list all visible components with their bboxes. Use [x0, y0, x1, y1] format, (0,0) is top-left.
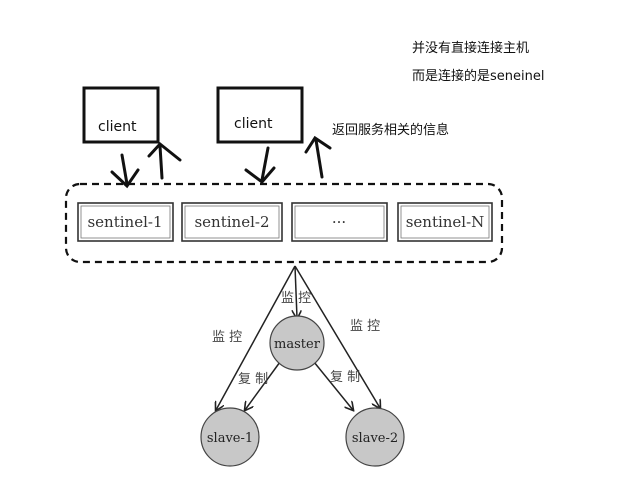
sentinel-box-2: sentinel-2 [181, 202, 283, 242]
note-return-info: 返回服务相关的信息 [332, 122, 449, 138]
sentinel-label-1: sentinel-1 [87, 213, 162, 231]
client2-down-arrow [260, 146, 270, 182]
monitor-edges [216, 265, 380, 410]
edge-label-monitor-left: 监 控 [212, 330, 242, 345]
sentinel-box-ellipsis: ··· [291, 202, 388, 242]
sentinel-box-1: sentinel-1 [77, 202, 174, 242]
client1-up-arrow [158, 144, 164, 180]
note-line-1: 并没有直接连接主机 [412, 40, 529, 56]
edge-label-monitor-center: 监 控 [281, 291, 311, 306]
client-arrows [110, 135, 332, 189]
sentinel-box-n: sentinel-N [397, 202, 493, 242]
client1-up-arrowhead [147, 141, 182, 162]
sentinel-label-n: sentinel-N [406, 213, 485, 231]
client2-up-arrow [314, 138, 324, 179]
client-box-2: client [216, 86, 304, 144]
slave-node-2: slave-2 [345, 407, 405, 467]
edge-label-replicate-right: 复 制 [330, 370, 360, 385]
client2-up-arrowhead [304, 135, 332, 154]
sentinel-label-2: sentinel-2 [194, 213, 269, 231]
slave-node-1: slave-1 [200, 407, 260, 467]
slave-label-1: slave-1 [207, 431, 253, 446]
client1-down-arrow [120, 153, 129, 186]
client1-down-arrowhead [110, 168, 140, 189]
sentinel-label-ellipsis: ··· [332, 213, 346, 231]
sentinel-cluster-border [64, 182, 504, 264]
monitor-edge-slave1 [216, 265, 296, 410]
monitor-edge-master [295, 265, 297, 318]
client-label-1: client [98, 119, 137, 135]
replicate-edge-slave1 [245, 361, 281, 410]
slave-label-2: slave-2 [352, 431, 398, 446]
replicate-edge-slave2 [313, 361, 353, 410]
edge-label-monitor-right: 监 控 [350, 319, 380, 334]
edge-label-replicate-left: 复 制 [238, 372, 268, 387]
client-label-2: client [234, 116, 273, 132]
master-label: master [274, 337, 321, 352]
replicate-edges [245, 361, 353, 410]
client-box-1: client [82, 86, 160, 144]
master-node: master [269, 315, 325, 371]
note-line-2: 而是连接的是seneinel [412, 68, 544, 84]
client2-down-arrowhead [244, 166, 276, 185]
monitor-edge-slave2 [294, 265, 380, 408]
